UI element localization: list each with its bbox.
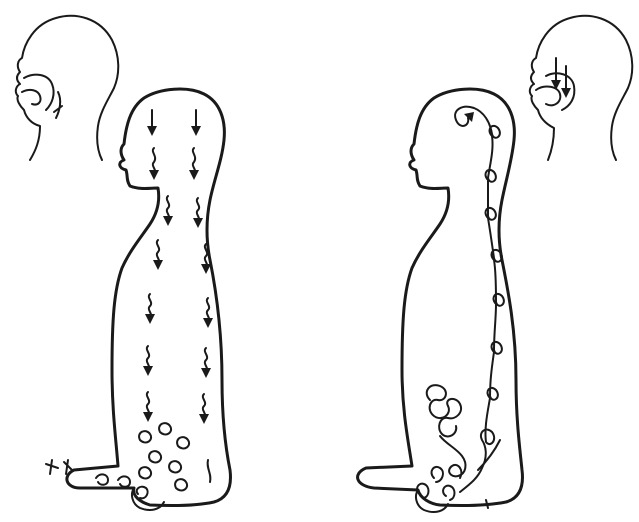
left-panel	[16, 16, 231, 510]
left-downward-arrows	[143, 110, 213, 424]
right-head-inset-icon	[530, 16, 632, 160]
right-seated-figure-icon	[358, 89, 523, 512]
left-head-inset-icon	[16, 16, 118, 160]
right-panel	[358, 16, 633, 512]
right-spiral-channel	[455, 107, 504, 492]
